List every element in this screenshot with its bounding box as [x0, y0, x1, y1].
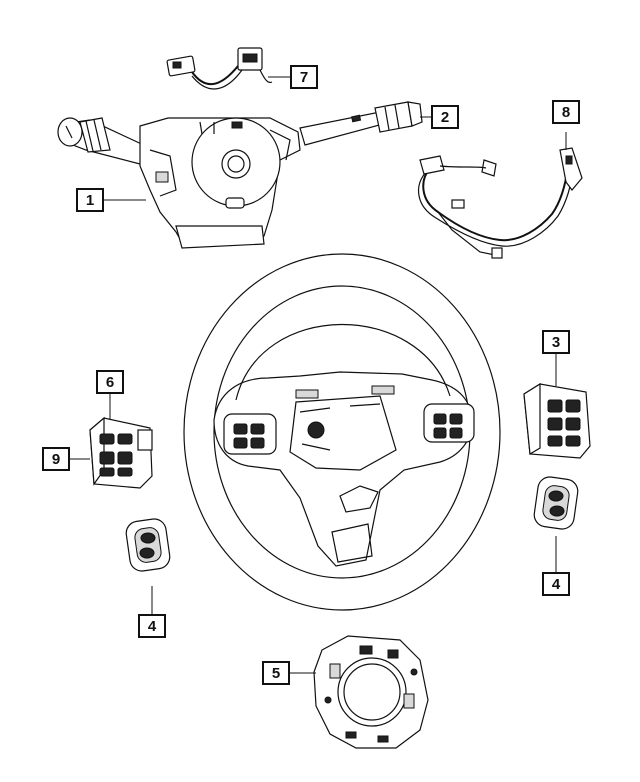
wiring-harness-icon[interactable]: [418, 147, 583, 259]
leader-lines: [70, 76, 567, 674]
callout-5[interactable]: 5: [262, 661, 290, 685]
callout-4-right[interactable]: 4: [542, 572, 570, 596]
callout-2[interactable]: 2: [431, 105, 459, 129]
multifunction-switch-icon[interactable]: [57, 117, 301, 249]
clockspring-icon[interactable]: [313, 635, 429, 749]
paddle-switch-right-icon[interactable]: [533, 475, 580, 530]
wiring-jumper-icon[interactable]: [166, 47, 273, 90]
steering-wheel-icon: [183, 253, 501, 611]
callout-1[interactable]: 1: [76, 188, 104, 212]
left-steering-wheel-switch-icon[interactable]: [89, 416, 153, 489]
callout-6[interactable]: 6: [96, 370, 124, 394]
callout-4-left[interactable]: 4: [138, 614, 166, 638]
callout-8[interactable]: 8: [552, 100, 580, 124]
callout-7[interactable]: 7: [290, 65, 318, 89]
right-steering-wheel-switch-icon[interactable]: [523, 382, 591, 459]
paddle-switch-left-icon[interactable]: [125, 517, 172, 572]
callout-3[interactable]: 3: [542, 330, 570, 354]
callout-9[interactable]: 9: [42, 447, 70, 471]
wiper-switch-lever-icon[interactable]: [299, 101, 423, 146]
